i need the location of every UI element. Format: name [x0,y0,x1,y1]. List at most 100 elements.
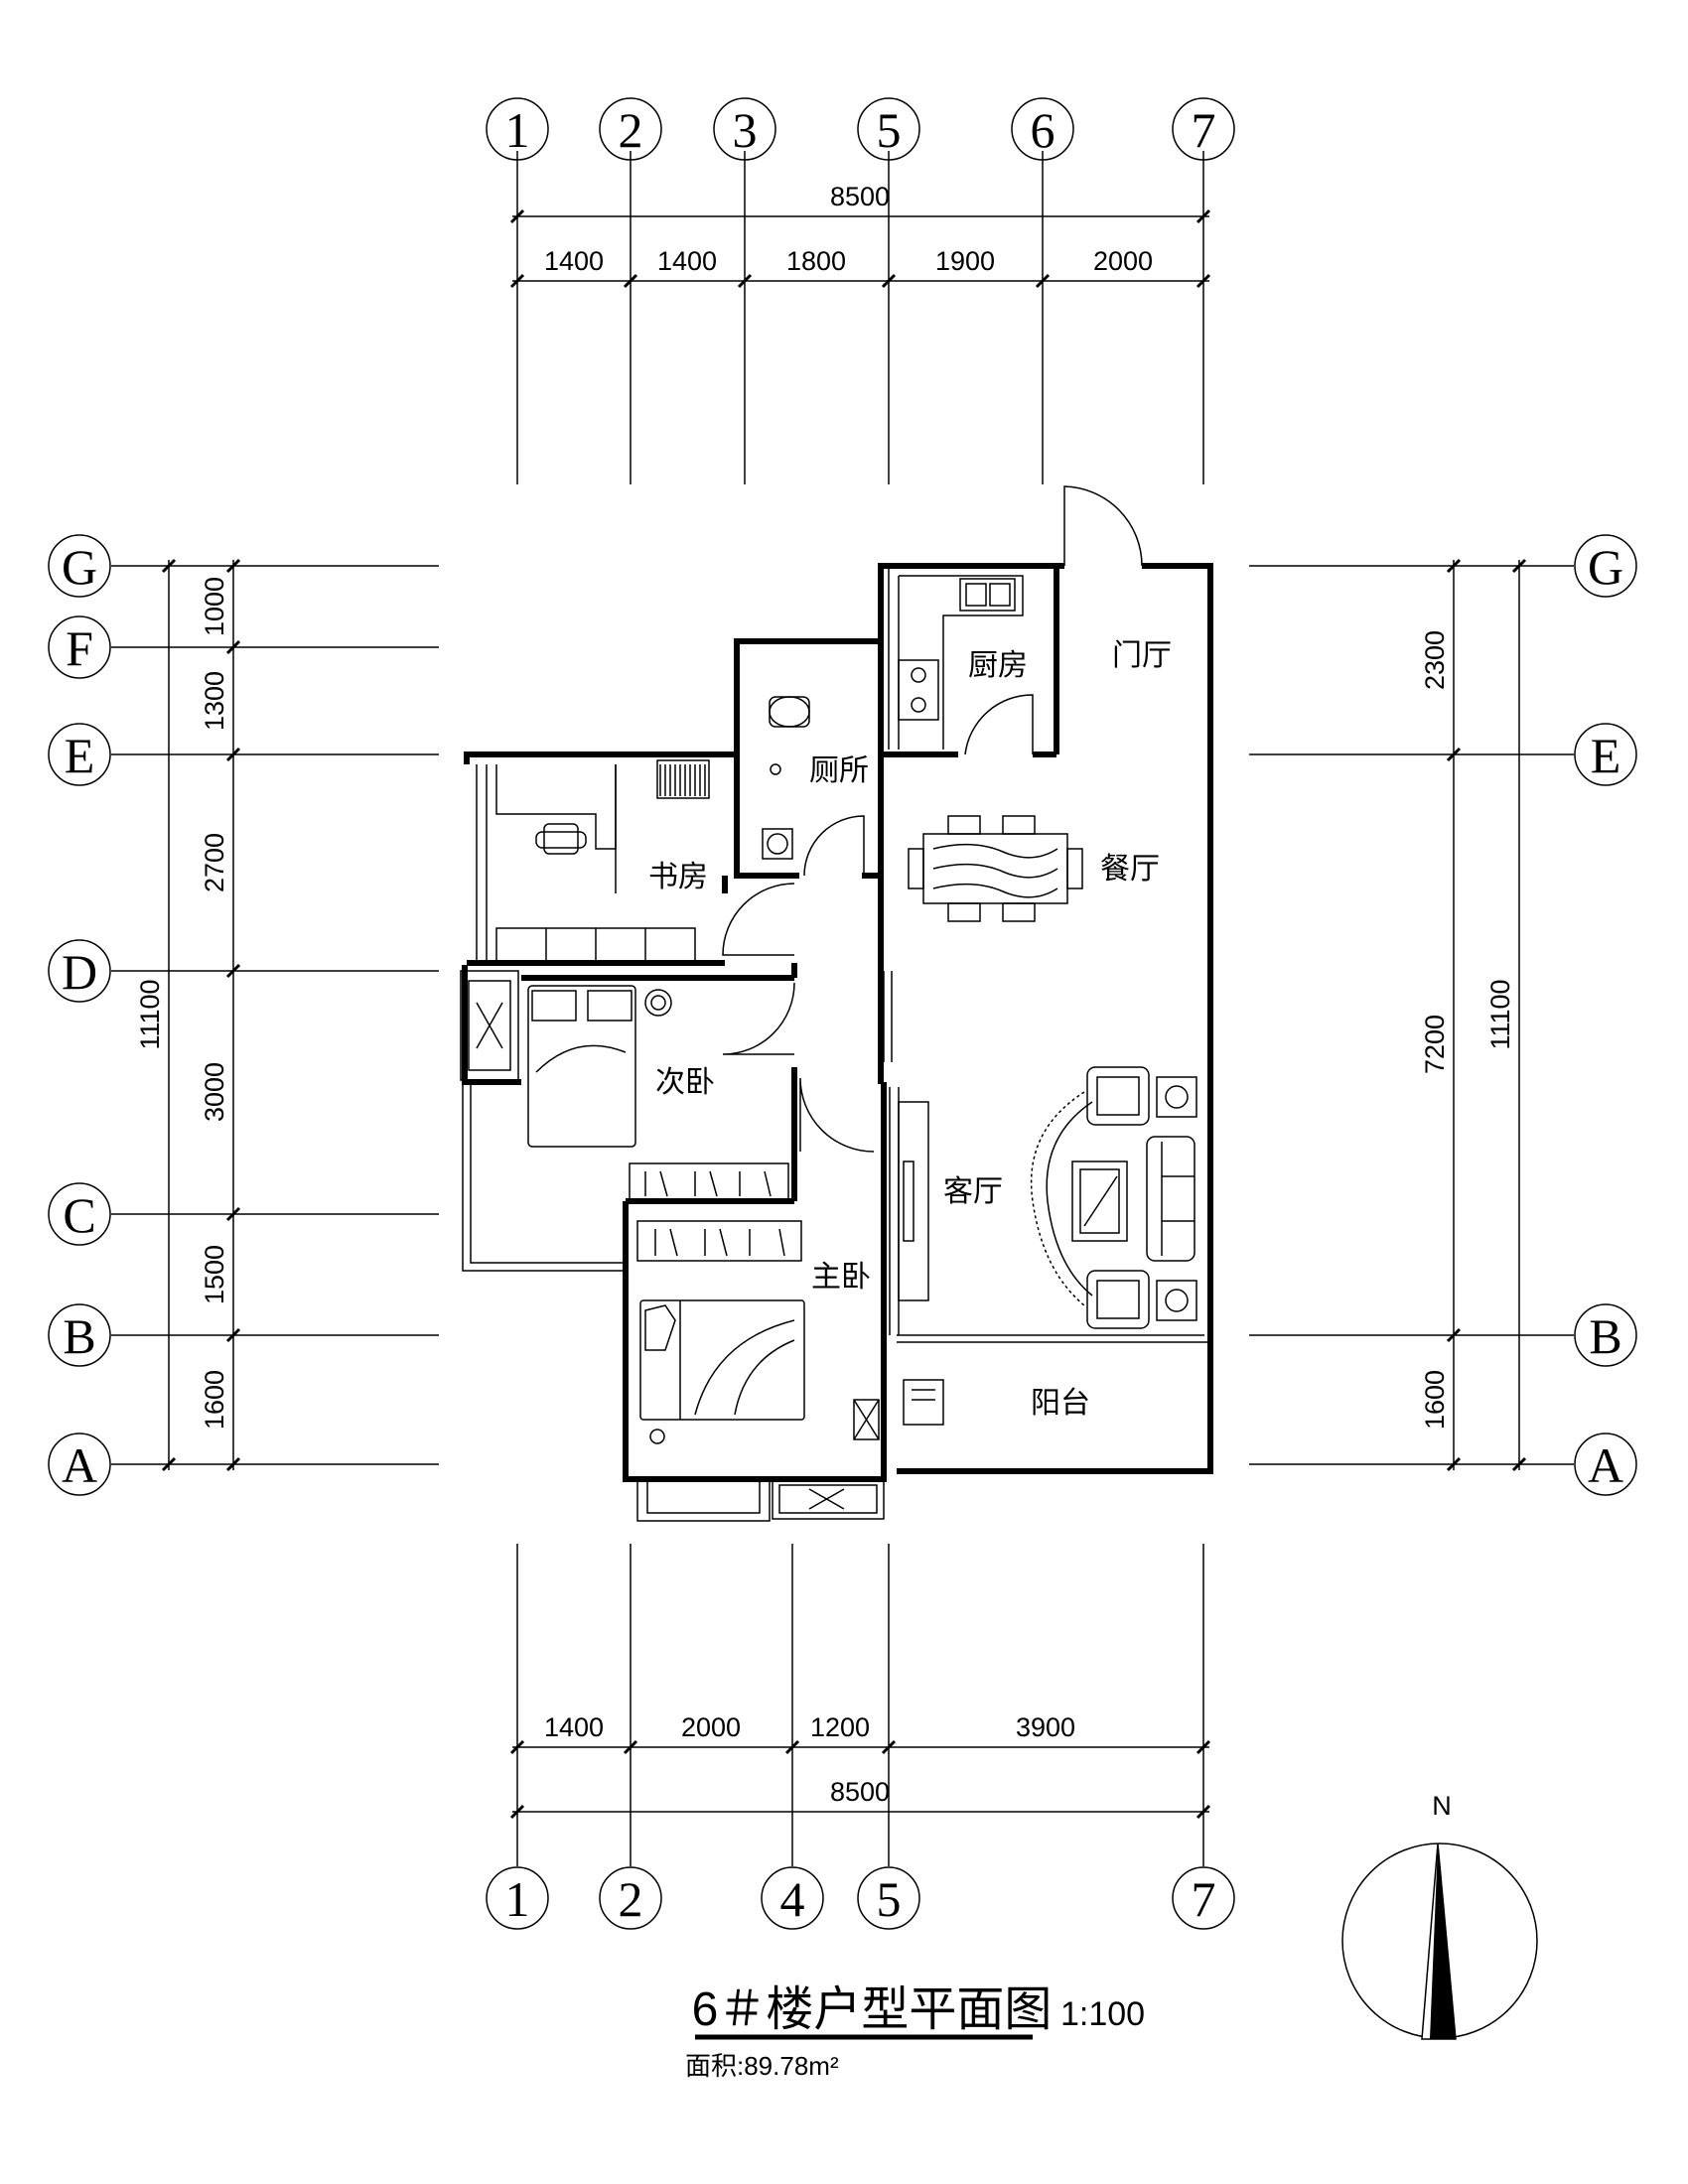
axis-bubble-left-C: C [48,1182,111,1246]
bottom-axis-bubbles: 1 2 4 5 7 [486,1866,1235,1930]
top-dim-3: 1800 [786,246,846,276]
axis-bubble-left-E: E [48,723,111,786]
second-bedroom-furniture [527,985,789,1202]
left-dim-6: 1600 [200,1370,229,1430]
axis-bubble-left-F: F [48,615,111,679]
right-dim-3: 1600 [1420,1370,1450,1430]
axis-bubble-left-B: B [48,1303,111,1367]
right-total-dim: 11100 [1485,979,1515,1049]
room-label-toilet: 厕所 [809,753,869,788]
left-dim-1: 1000 [200,577,229,636]
svg-text:4: 4 [780,1871,805,1927]
left-dimensions: 11100 1000 1300 2700 3000 1500 1600 [135,558,241,1472]
title-block: 6＃楼户型平面图 1:100 面积:89.78m² [685,1983,1145,2081]
right-axis-bubbles: G E B A [1574,534,1637,1496]
room-label-second-bedroom: 次卧 [655,1065,715,1100]
svg-text:6: 6 [1031,102,1055,158]
svg-text:2: 2 [619,102,643,158]
left-dim-3: 2700 [200,833,229,892]
svg-text:1: 1 [505,1871,530,1927]
svg-text:G: G [62,539,97,595]
room-label-kitchen: 厨房 [968,648,1028,683]
axis-bubble-bottom-5: 5 [857,1866,920,1930]
axis-bubble-top-7: 7 [1172,97,1235,161]
svg-text:2: 2 [619,1871,643,1927]
north-arrow: N [1341,1791,1538,2040]
room-label-dining: 餐厅 [1100,852,1160,887]
svg-text:1: 1 [505,102,530,158]
room-labels: 厨房 门厅 厕所 书房 餐厅 次卧 客厅 主卧 阳台 [648,638,1172,1421]
living-room-furniture [898,1066,1197,1329]
doors [722,485,1143,1153]
svg-text:F: F [66,620,93,676]
north-label: N [1432,1791,1452,1821]
svg-text:5: 5 [877,102,902,158]
axis-bubble-right-A: A [1574,1433,1637,1496]
axis-bubble-right-G: G [1574,534,1637,598]
bottom-total-dim: 8500 [830,1777,890,1807]
grid-lines [111,151,1574,1866]
master-bedroom-furniture [636,1220,880,1444]
balcony-fixtures [903,1379,944,1426]
left-dim-5: 1500 [200,1245,229,1304]
svg-text:C: C [63,1187,95,1243]
svg-text:D: D [62,944,97,1000]
axis-bubble-top-1: 1 [486,97,549,161]
room-label-master-bedroom: 主卧 [811,1260,871,1295]
left-dim-4: 3000 [200,1062,229,1122]
svg-text:3: 3 [733,102,758,158]
top-dimensions: 8500 1400 1400 1800 1900 2000 [509,182,1211,289]
svg-text:7: 7 [1192,1871,1216,1927]
svg-text:E: E [65,728,95,783]
axis-bubble-bottom-1: 1 [486,1866,549,1930]
svg-text:B: B [1589,1308,1621,1364]
svg-text:E: E [1591,728,1621,783]
svg-text:A: A [62,1437,97,1493]
top-dim-4: 1900 [935,246,995,276]
left-axis-bubbles: G F E D C B A [48,534,111,1496]
svg-text:B: B [63,1308,95,1364]
top-dim-1: 1400 [544,246,604,276]
axis-bubble-top-6: 6 [1011,97,1074,161]
room-label-study: 书房 [648,860,708,894]
left-dim-2: 1300 [200,671,229,731]
toilet-fixtures [762,696,810,860]
drawing-title: 6＃楼户型平面图 [692,1983,1053,2036]
axis-bubble-left-A: A [48,1433,111,1496]
axis-bubble-bottom-7: 7 [1172,1866,1235,1930]
axis-bubble-bottom-2: 2 [599,1866,662,1930]
top-axis-bubbles: 1 2 3 5 6 7 [486,97,1235,161]
study-furniture [495,759,710,964]
axis-bubble-bottom-4: 4 [761,1866,824,1930]
room-label-living: 客厅 [943,1174,1003,1209]
right-dim-1: 2300 [1420,630,1450,690]
svg-text:5: 5 [877,1871,902,1927]
right-dim-2: 7200 [1420,1015,1450,1074]
bottom-dim-1: 1400 [544,1712,604,1742]
axis-bubble-top-2: 2 [599,97,662,161]
top-dim-5: 2000 [1093,246,1153,276]
svg-text:A: A [1588,1437,1623,1493]
top-dim-2: 1400 [657,246,717,276]
walls [462,563,1213,1482]
axis-bubble-right-E: E [1574,723,1637,786]
right-dimensions: 2300 7200 1600 11100 [1420,558,1527,1472]
bottom-dim-4: 3900 [1016,1712,1075,1742]
axis-bubble-left-D: D [48,939,111,1003]
drawing-scale: 1:100 [1060,1995,1145,2033]
svg-text:G: G [1588,539,1623,595]
axis-bubble-top-5: 5 [857,97,920,161]
axis-bubble-top-3: 3 [713,97,776,161]
axis-bubble-right-B: B [1574,1303,1637,1367]
kitchen-fixtures [888,566,1024,750]
bottom-dim-2: 2000 [681,1712,741,1742]
bottom-dim-3: 1200 [810,1712,870,1742]
room-label-foyer: 门厅 [1112,638,1172,673]
room-label-balcony: 阳台 [1031,1386,1090,1421]
axis-bubble-left-G: G [48,534,111,598]
svg-text:7: 7 [1192,102,1216,158]
area-label: 面积:89.78m² [685,2051,839,2081]
dining-furniture [908,815,1083,922]
top-total-dim: 8500 [830,182,890,211]
